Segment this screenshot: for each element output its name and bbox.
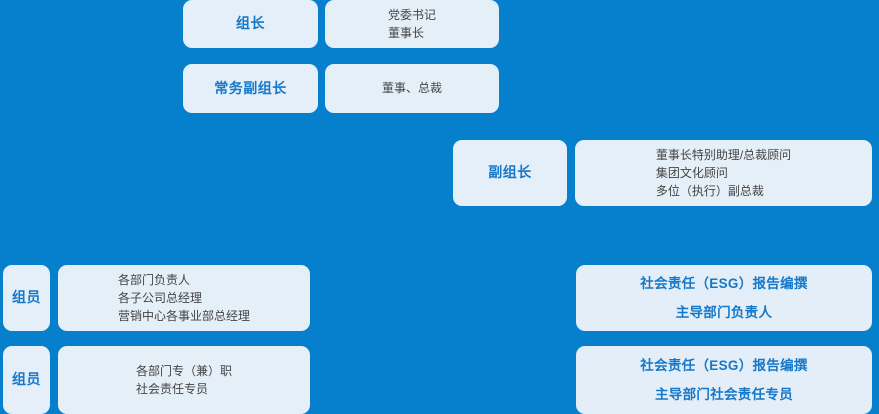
detail-card-executive-deputy-leader[interactable]: 董事、总裁 [325, 64, 499, 113]
detail-line: 各部门专（兼）职 [135, 363, 232, 378]
role-card-member-1[interactable]: 组员 [3, 265, 50, 331]
detail-line: 董事、总裁 [381, 81, 442, 95]
role-card-leader[interactable]: 组长 [183, 0, 318, 48]
detail-line: 各子公司总经理 [117, 290, 202, 305]
role-label: 组员 [12, 371, 41, 388]
esg-line: 主导部门负责人 [675, 304, 773, 320]
detail-card-member-2[interactable]: 各部门专（兼）职 社会责任专员 [58, 346, 310, 414]
detail-list: 各部门专（兼）职 社会责任专员 [136, 363, 232, 398]
esg-line: 主导部门社会责任专员 [655, 386, 793, 402]
detail-line: 党委书记 [387, 7, 436, 22]
detail-line: 各部门负责人 [117, 272, 190, 287]
detail-line: 集团文化顾问 [655, 165, 728, 180]
detail-list: 董事长特别助理/总裁顾问 集团文化顾问 多位（执行）副总裁 [656, 147, 791, 200]
role-label: 常务副组长 [214, 79, 287, 96]
role-label: 副组长 [488, 164, 532, 181]
esg-card-report-lead-department-head[interactable]: 社会责任（ESG）报告编撰 主导部门负责人 [576, 265, 872, 331]
role-label: 组长 [236, 15, 265, 32]
esg-card-report-lead-department-officer[interactable]: 社会责任（ESG）报告编撰 主导部门社会责任专员 [576, 346, 872, 414]
detail-card-member-1[interactable]: 各部门负责人 各子公司总经理 营销中心各事业部总经理 [58, 265, 310, 331]
detail-list: 党委书记 董事长 [388, 7, 436, 42]
role-label: 组员 [12, 289, 41, 306]
detail-line: 社会责任专员 [135, 381, 208, 396]
detail-line: 董事长特别助理/总裁顾问 [655, 147, 792, 162]
role-card-member-2[interactable]: 组员 [3, 346, 50, 414]
detail-list: 各部门负责人 各子公司总经理 营销中心各事业部总经理 [118, 272, 250, 325]
detail-card-leader[interactable]: 党委书记 董事长 [325, 0, 499, 48]
esg-line: 社会责任（ESG）报告编撰 [640, 275, 808, 291]
detail-line: 多位（执行）副总裁 [655, 183, 764, 198]
role-card-executive-deputy-leader[interactable]: 常务副组长 [183, 64, 318, 113]
detail-line: 董事长 [387, 25, 424, 40]
role-card-deputy-leader[interactable]: 副组长 [453, 140, 567, 206]
esg-line: 社会责任（ESG）报告编撰 [640, 357, 808, 373]
detail-list: 董事、总裁 [382, 80, 442, 97]
detail-line: 营销中心各事业部总经理 [117, 308, 250, 323]
detail-card-deputy-leader[interactable]: 董事长特别助理/总裁顾问 集团文化顾问 多位（执行）副总裁 [575, 140, 872, 206]
